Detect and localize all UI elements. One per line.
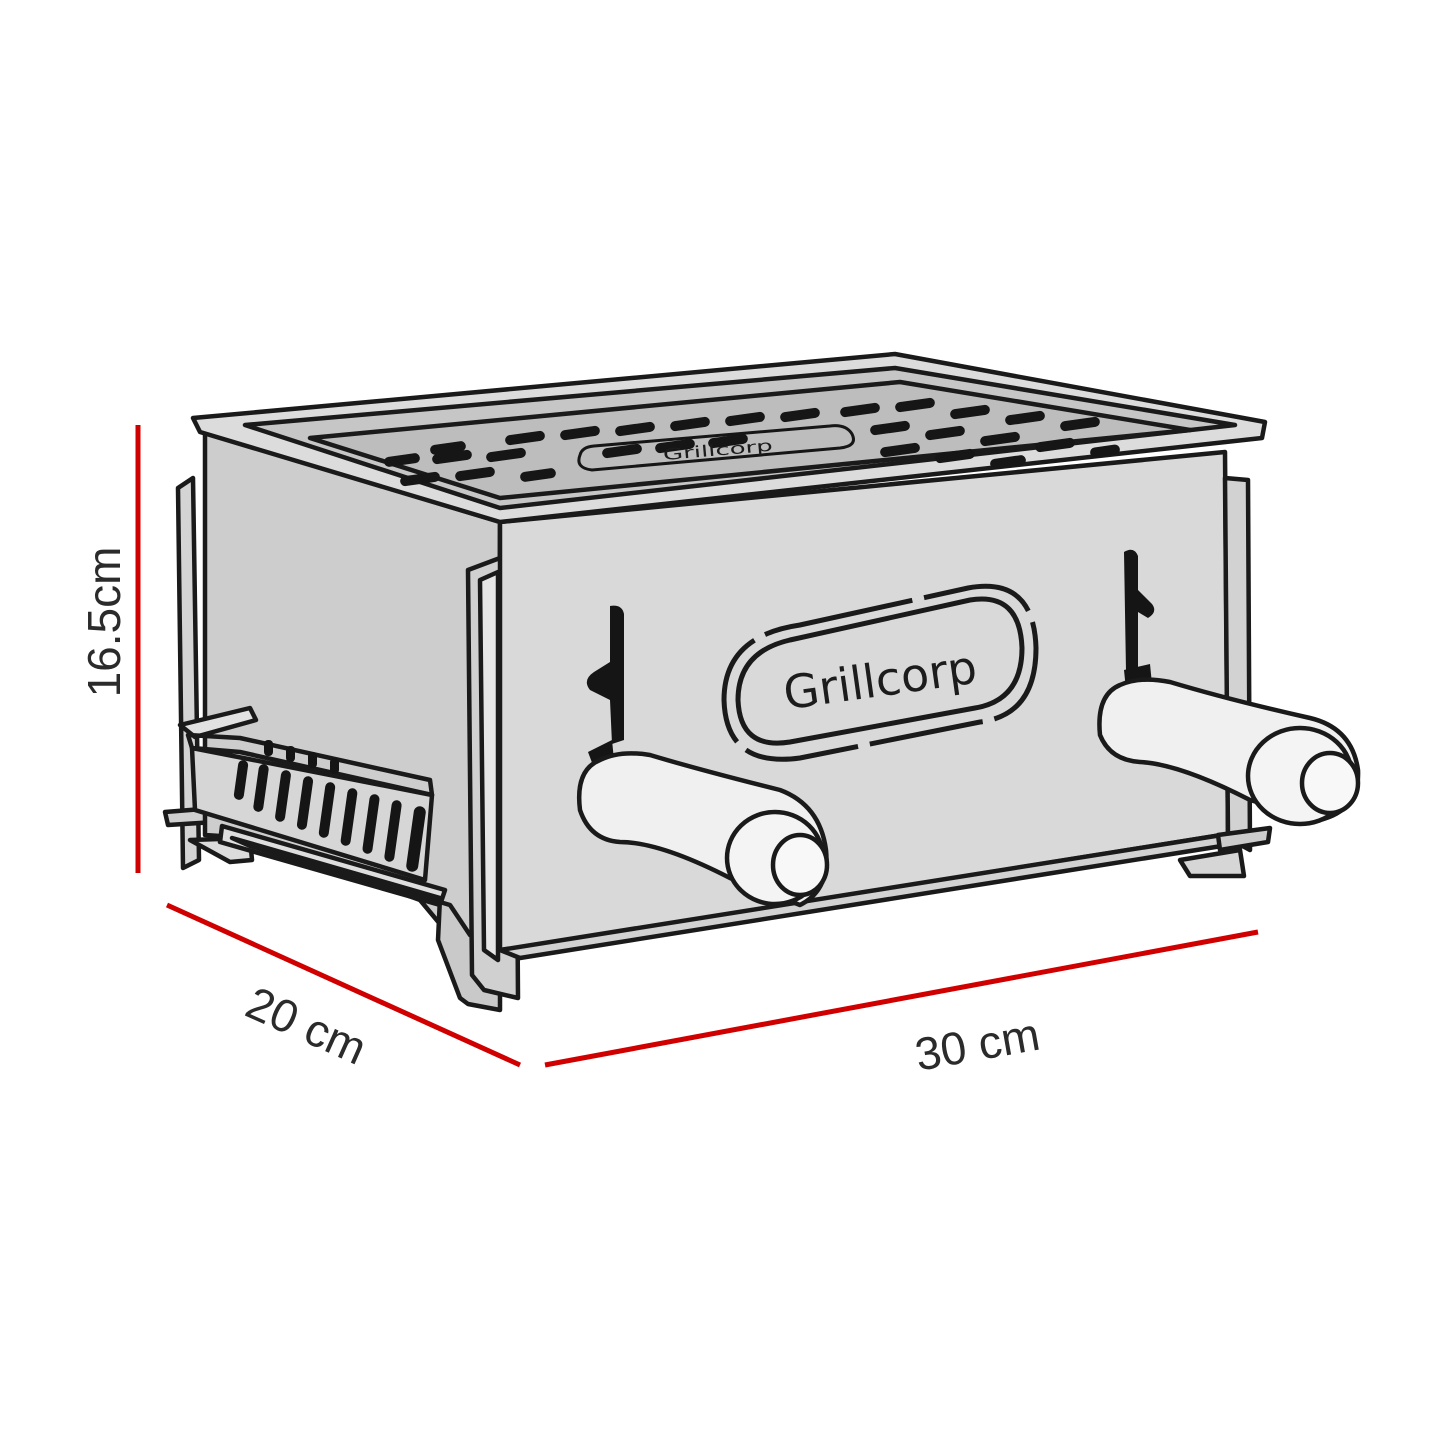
depth-dimension-line [165,902,522,1068]
left-handle [576,751,830,908]
height-label: 16.5cm [78,547,130,698]
side-basket [177,705,435,883]
dimension-lines [135,425,1259,1068]
right-handle [1097,677,1361,827]
basket-slots [233,740,426,872]
width-label: 30 cm [911,1008,1043,1081]
grill-grate [384,397,1120,487]
width-dimension-line [544,929,1259,1068]
ash-tray [187,823,503,1013]
